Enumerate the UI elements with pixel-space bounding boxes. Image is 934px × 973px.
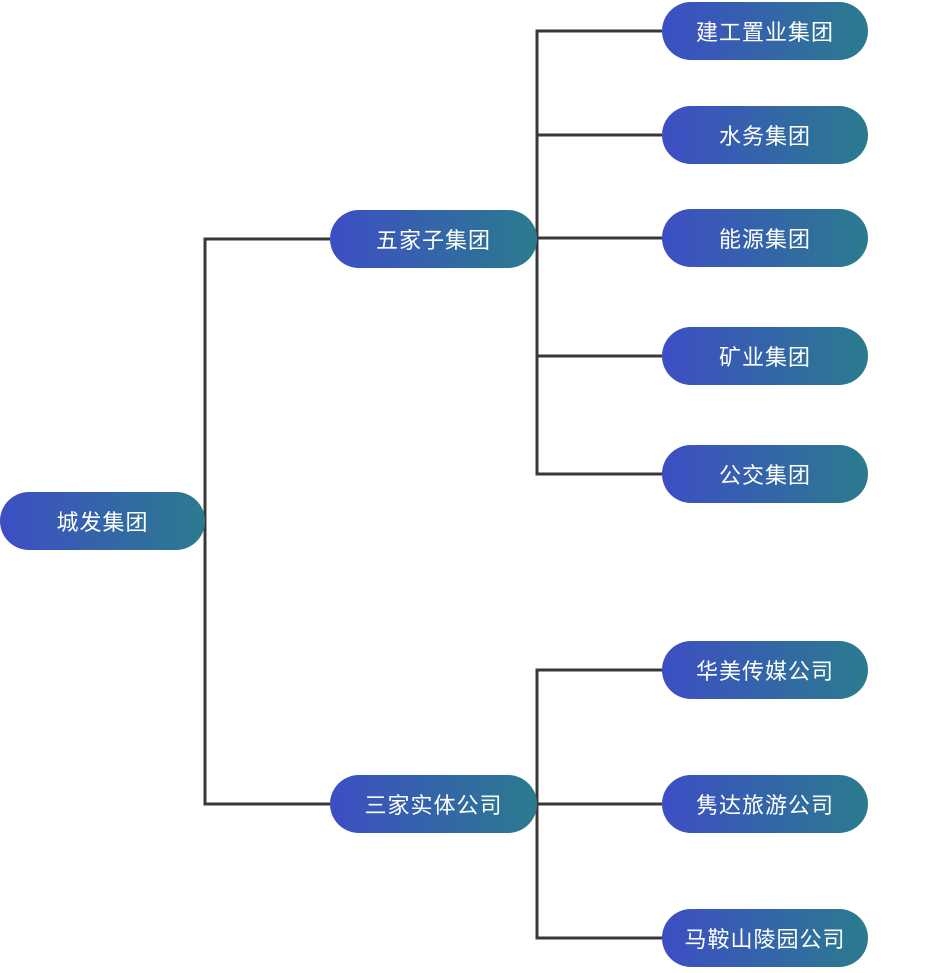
leaf-node: 水务集团 xyxy=(662,106,868,164)
leaf-node-label: 公交集团 xyxy=(718,463,811,488)
leaf-node-label: 矿业集团 xyxy=(718,345,811,370)
leaf-node-label: 水务集团 xyxy=(718,124,811,149)
connector-branch1-to-children xyxy=(535,668,662,940)
branch-node-three-entities: 三家实体公司 xyxy=(330,775,537,833)
leaf-node: 矿业集团 xyxy=(662,327,868,385)
leaf-node-label: 隽达旅游公司 xyxy=(695,793,834,818)
branch-node-label: 三家实体公司 xyxy=(364,793,503,818)
leaf-node: 马鞍山陵园公司 xyxy=(662,909,868,967)
root-node-label: 城发集团 xyxy=(56,510,149,535)
leaf-node-label: 建工置业集团 xyxy=(695,20,834,45)
branch-node-label: 五家子集团 xyxy=(375,228,491,253)
leaf-node: 隽达旅游公司 xyxy=(662,775,868,833)
leaf-node-label: 马鞍山陵园公司 xyxy=(684,927,846,952)
connector-branch0-to-children xyxy=(535,29,662,476)
branch-node-five-subgroups: 五家子集团 xyxy=(330,210,537,268)
leaf-node: 公交集团 xyxy=(662,445,868,503)
leaf-node-label: 能源集团 xyxy=(718,227,811,252)
leaf-node: 华美传媒公司 xyxy=(662,641,868,699)
connector-root-to-branches xyxy=(203,237,330,806)
leaf-node: 能源集团 xyxy=(662,209,868,267)
leaf-node: 建工置业集团 xyxy=(662,2,868,60)
root-node: 城发集团 xyxy=(0,492,205,550)
leaf-node-label: 华美传媒公司 xyxy=(695,659,834,684)
